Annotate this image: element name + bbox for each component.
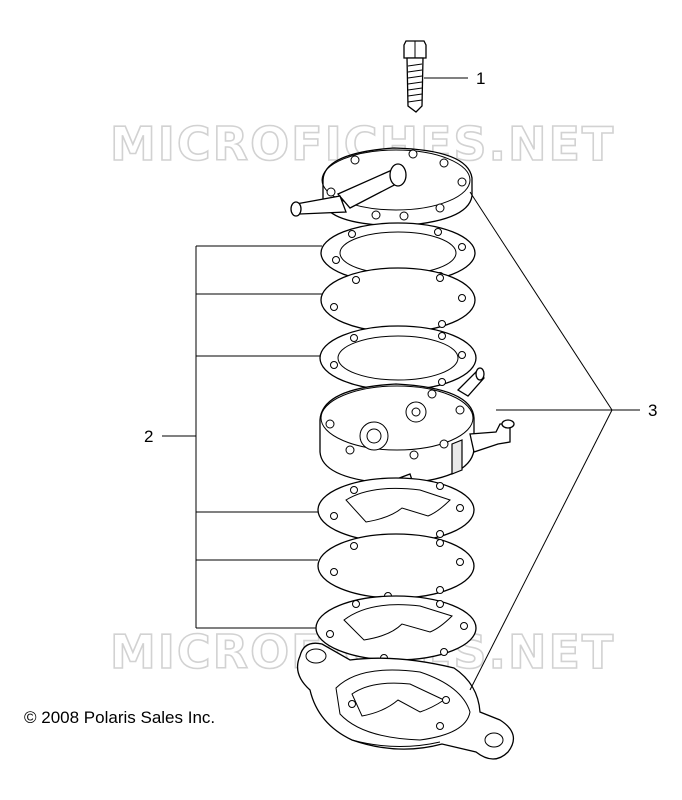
copyright-text: © 2008 Polaris Sales Inc. bbox=[24, 708, 216, 727]
gasket-2 bbox=[319, 325, 477, 392]
pump-body bbox=[319, 367, 515, 498]
leader-2 bbox=[162, 245, 322, 629]
diaphragm-2 bbox=[317, 533, 475, 600]
leader-3 bbox=[469, 191, 640, 691]
callout-2: 2 bbox=[144, 427, 153, 446]
callout-3: 3 bbox=[648, 401, 657, 420]
valve-gasket-1 bbox=[317, 477, 475, 544]
bolt bbox=[403, 40, 427, 113]
callout-1: 1 bbox=[476, 69, 485, 88]
bottom-base bbox=[296, 642, 515, 760]
diaphragm-1 bbox=[320, 267, 476, 334]
top-cover bbox=[290, 147, 473, 227]
